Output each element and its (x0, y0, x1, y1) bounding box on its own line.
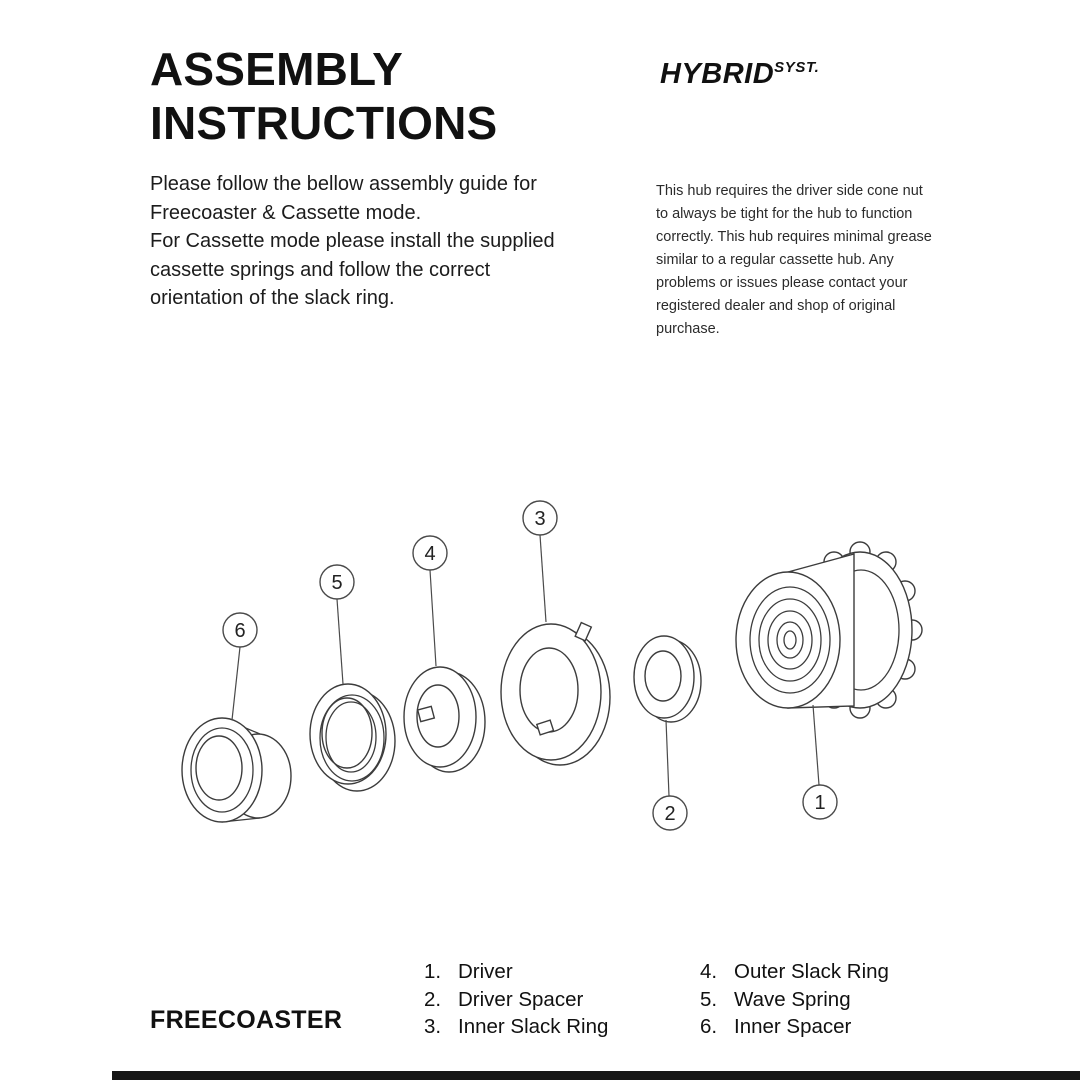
mode-label: FREECOASTER (150, 1006, 343, 1034)
callout-2: 2 (652, 795, 688, 831)
callout-3: 3 (522, 500, 558, 536)
callout-4: 4 (412, 535, 448, 571)
callout-6: 6 (222, 612, 258, 648)
callout-number: 4 (424, 543, 435, 565)
brand-logo: HYBRIDSYST. (660, 58, 819, 91)
part-item-driver: 1. Driver (424, 958, 608, 986)
axle-bore (783, 630, 797, 650)
part-label: Inner Slack Ring (458, 1015, 609, 1038)
part-label: Outer Slack Ring (734, 960, 889, 983)
iring-notch (535, 719, 555, 736)
callout-circle (522, 500, 558, 536)
iring-bore (519, 647, 579, 733)
callout-number: 6 (234, 620, 245, 642)
callout-1: 1 (802, 784, 838, 820)
bearing-ring-outer (749, 586, 831, 694)
spacer-bore (195, 735, 243, 801)
brand-suffix: SYST. (774, 59, 820, 76)
callout-number: 2 (664, 803, 675, 825)
part-item-outer-slack-ring: 4. Outer Slack Ring (700, 958, 889, 986)
part-label: Inner Spacer (734, 1015, 852, 1038)
leader-line-2 (665, 719, 670, 797)
bottom-accent-bar (112, 1071, 1080, 1080)
part-inner-slack-ring (500, 621, 611, 766)
callout-circle (319, 564, 355, 600)
spacer-inner-ring (190, 727, 254, 813)
oring-bore (416, 684, 460, 748)
bearing-ring (767, 610, 813, 670)
part-number: 5. (700, 987, 718, 1011)
intro-paragraph-1: Please follow the bellow assembly guide … (150, 173, 537, 224)
exploded-diagram: 3 4 5 6 2 1 (181, 500, 923, 831)
leader-line-1 (812, 704, 820, 786)
iring-tab (574, 621, 593, 642)
callout-circle (222, 612, 258, 648)
callout-number: 1 (814, 792, 825, 814)
intro-text: Please follow the bellow assembly guide … (150, 170, 558, 313)
leader-line-5 (336, 598, 344, 685)
part-item-inner-slack-ring: 3. Inner Slack Ring (424, 1013, 608, 1041)
page-title: ASSEMBLY INSTRUCTIONS (150, 42, 497, 151)
leader-line-4 (429, 569, 437, 667)
callout-number: 3 (534, 508, 545, 530)
part-wave-spring (309, 683, 396, 792)
spring-bore-wave (325, 701, 377, 773)
title-line-2: INSTRUCTIONS (150, 97, 498, 150)
parts-list-column-1: 1. Driver 2. Driver Spacer 3. Inner Slac… (424, 958, 608, 1041)
part-item-driver-spacer: 2. Driver Spacer (424, 986, 608, 1014)
parts-list-column-2: 4. Outer Slack Ring 5. Wave Spring 6. In… (700, 958, 889, 1041)
intro-paragraph-2: For Cassette mode please install the sup… (150, 230, 555, 309)
washer-bore (644, 650, 682, 702)
driver-flange (735, 571, 841, 709)
part-number: 3. (424, 1015, 442, 1038)
side-note: This hub requires the driver side cone n… (656, 183, 932, 337)
callout-circle (652, 795, 688, 831)
callout-5: 5 (319, 564, 355, 600)
title-line-1: ASSEMBLY (150, 43, 403, 95)
callout-number: 5 (331, 572, 342, 594)
part-item-wave-spring: 5. Wave Spring (700, 986, 889, 1014)
part-number: 1. (424, 960, 442, 983)
part-label: Driver Spacer (458, 987, 584, 1011)
part-driver (735, 541, 923, 719)
part-number: 6. (700, 1015, 718, 1038)
part-number: 2. (424, 987, 442, 1011)
part-label: Driver (458, 960, 513, 983)
bearing-ring (758, 598, 822, 682)
callout-circle (412, 535, 448, 571)
part-inner-spacer (181, 717, 292, 823)
spring-wave-line (319, 694, 385, 782)
leader-line-3 (539, 534, 547, 623)
leader-line-6 (231, 646, 241, 721)
part-number: 4. (700, 960, 718, 983)
bearing-ring-inner (776, 621, 804, 659)
part-label: Wave Spring (734, 987, 851, 1011)
oring-notch (416, 705, 436, 723)
part-driver-spacer (633, 635, 702, 723)
callout-circle (802, 784, 838, 820)
brand-name: HYBRID (660, 58, 775, 90)
part-outer-slack-ring (403, 666, 486, 773)
spring-bore (321, 697, 373, 769)
part-item-inner-spacer: 6. Inner Spacer (700, 1013, 889, 1041)
